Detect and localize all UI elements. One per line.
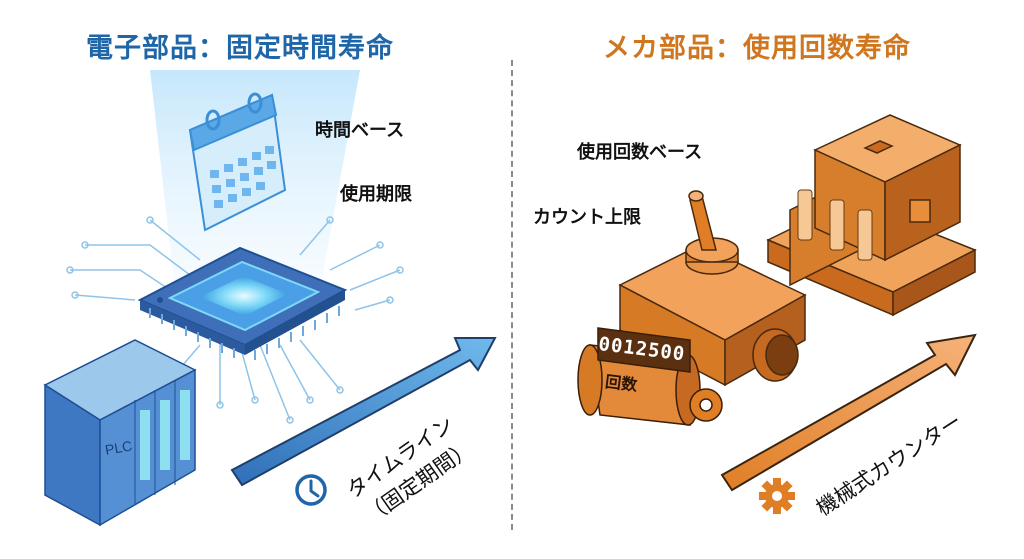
usage-base-label: 使用回数ベース — [577, 142, 703, 163]
time-base-label: 時間ベース — [315, 120, 405, 141]
counter-arrow-icon — [720, 333, 977, 492]
plc-label: PLC — [104, 437, 134, 457]
expiry-label: 使用期限 — [340, 184, 412, 205]
circuit-traces-icon — [66, 216, 404, 424]
counter-label: 回数 — [604, 371, 639, 395]
gear-icon — [759, 478, 795, 514]
timeline-arrow-icon — [230, 337, 497, 487]
chip-icon — [137, 246, 348, 360]
counter-icon — [577, 327, 723, 426]
electronic-panel-title: 電子部品：固定時間寿命 — [86, 33, 394, 64]
toggle-switch-icon — [618, 190, 807, 387]
calendar-icon — [188, 92, 287, 232]
clock-icon — [295, 474, 327, 506]
plc-icon: PLC — [43, 339, 197, 527]
mechanical-panel-title: メカ部品：使用回数寿命 — [603, 33, 911, 64]
relay-contactor-icon — [766, 114, 977, 317]
center-divider — [511, 60, 513, 530]
count-limit-label: カウント上限 — [533, 207, 641, 228]
